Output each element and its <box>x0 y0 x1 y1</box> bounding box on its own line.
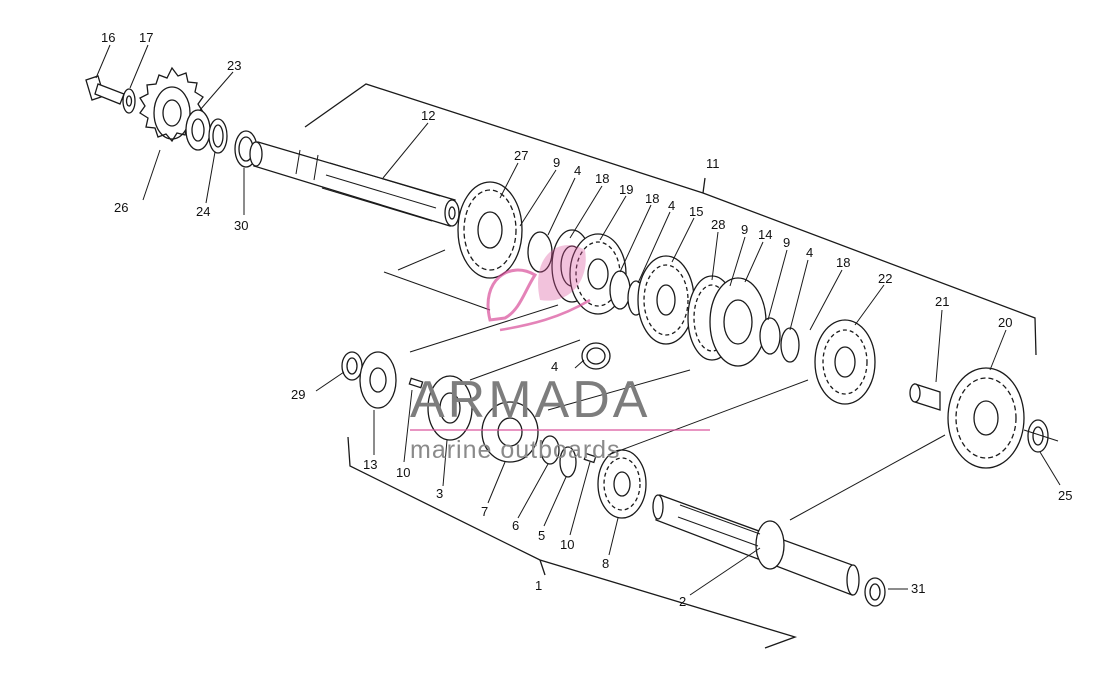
part-label-18a: 18 <box>595 171 609 186</box>
part-label-18b: 18 <box>645 191 659 206</box>
washer-17 <box>122 88 136 114</box>
part-label-4d: 4 <box>551 359 558 374</box>
part-label-8: 8 <box>602 556 609 571</box>
ring-4a <box>527 231 553 273</box>
bearing-21 <box>909 383 941 411</box>
part-label-4b: 4 <box>668 198 675 213</box>
part-label-10a: 10 <box>396 465 410 480</box>
part-label-18c: 18 <box>836 255 850 270</box>
part-label-25: 25 <box>1058 488 1072 503</box>
part-label-23: 23 <box>227 58 241 73</box>
mainshaft-12 <box>249 141 460 227</box>
part-label-9b: 9 <box>741 222 748 237</box>
watermark-brand: ARMADA <box>410 371 650 429</box>
part-label-12: 12 <box>421 108 435 123</box>
gear-7 <box>481 401 539 463</box>
part-label-13: 13 <box>363 457 377 472</box>
washer-29 <box>341 351 363 381</box>
ring-6 <box>540 435 560 465</box>
part-label-2: 2 <box>679 594 686 609</box>
key-10a <box>408 377 424 389</box>
part-label-30: 30 <box>234 218 248 233</box>
gear-27 <box>457 181 523 279</box>
ring-4c <box>780 327 800 363</box>
spacer-23 <box>185 109 211 151</box>
gear-3 <box>427 375 473 441</box>
key-10b <box>583 452 597 464</box>
bolt-16 <box>85 75 125 105</box>
layshaft-2 <box>652 494 860 596</box>
mesh-arrows <box>383 249 946 521</box>
part-label-31: 31 <box>911 581 925 596</box>
ring-9c <box>759 317 781 355</box>
part-label-10b: 10 <box>560 537 574 552</box>
part-label-24: 24 <box>196 204 210 219</box>
part-label-15: 15 <box>689 204 703 219</box>
part-label-4a: 4 <box>574 163 581 178</box>
group-bracket-1 <box>347 436 798 649</box>
part-label-28: 28 <box>711 217 725 232</box>
part-label-1: 1 <box>535 578 542 593</box>
part-label-20: 20 <box>998 315 1012 330</box>
part-label-6: 6 <box>512 518 519 533</box>
part-label-17: 17 <box>139 30 153 45</box>
part-label-11: 11 <box>706 156 720 171</box>
part-label-29: 29 <box>291 387 305 402</box>
part-label-21: 21 <box>935 294 949 309</box>
leader-lines <box>95 44 1061 596</box>
ring-18b <box>609 270 631 310</box>
washer-31 <box>864 577 886 607</box>
ring-24 <box>208 118 228 154</box>
group-bracket-11 <box>304 83 1037 356</box>
gear-20 <box>947 367 1025 469</box>
part-label-14: 14 <box>758 227 772 242</box>
ring-4d <box>581 342 611 370</box>
part-label-26: 26 <box>114 200 128 215</box>
gear-15 <box>637 255 695 345</box>
part-label-3: 3 <box>436 486 443 501</box>
part-label-16: 16 <box>101 30 115 45</box>
armada-logo-mark <box>486 245 591 332</box>
part-label-27: 27 <box>514 148 528 163</box>
washer-25 <box>1027 419 1049 453</box>
part-label-9c: 9 <box>783 235 790 250</box>
part-labels: 16 17 23 26 24 30 12 27 9 4 18 19 18 4 1… <box>101 30 1072 609</box>
part-label-19: 19 <box>619 182 633 197</box>
ring-5 <box>559 446 577 478</box>
part-label-5: 5 <box>538 528 545 543</box>
part-label-22: 22 <box>878 271 892 286</box>
part-label-7: 7 <box>481 504 488 519</box>
part-label-9a: 9 <box>553 155 560 170</box>
gear-14 <box>709 277 767 367</box>
watermark-tagline: marine outboards <box>410 436 621 464</box>
part-label-4c: 4 <box>806 245 813 260</box>
gear-13 <box>359 351 397 409</box>
gear-22 <box>814 319 876 405</box>
